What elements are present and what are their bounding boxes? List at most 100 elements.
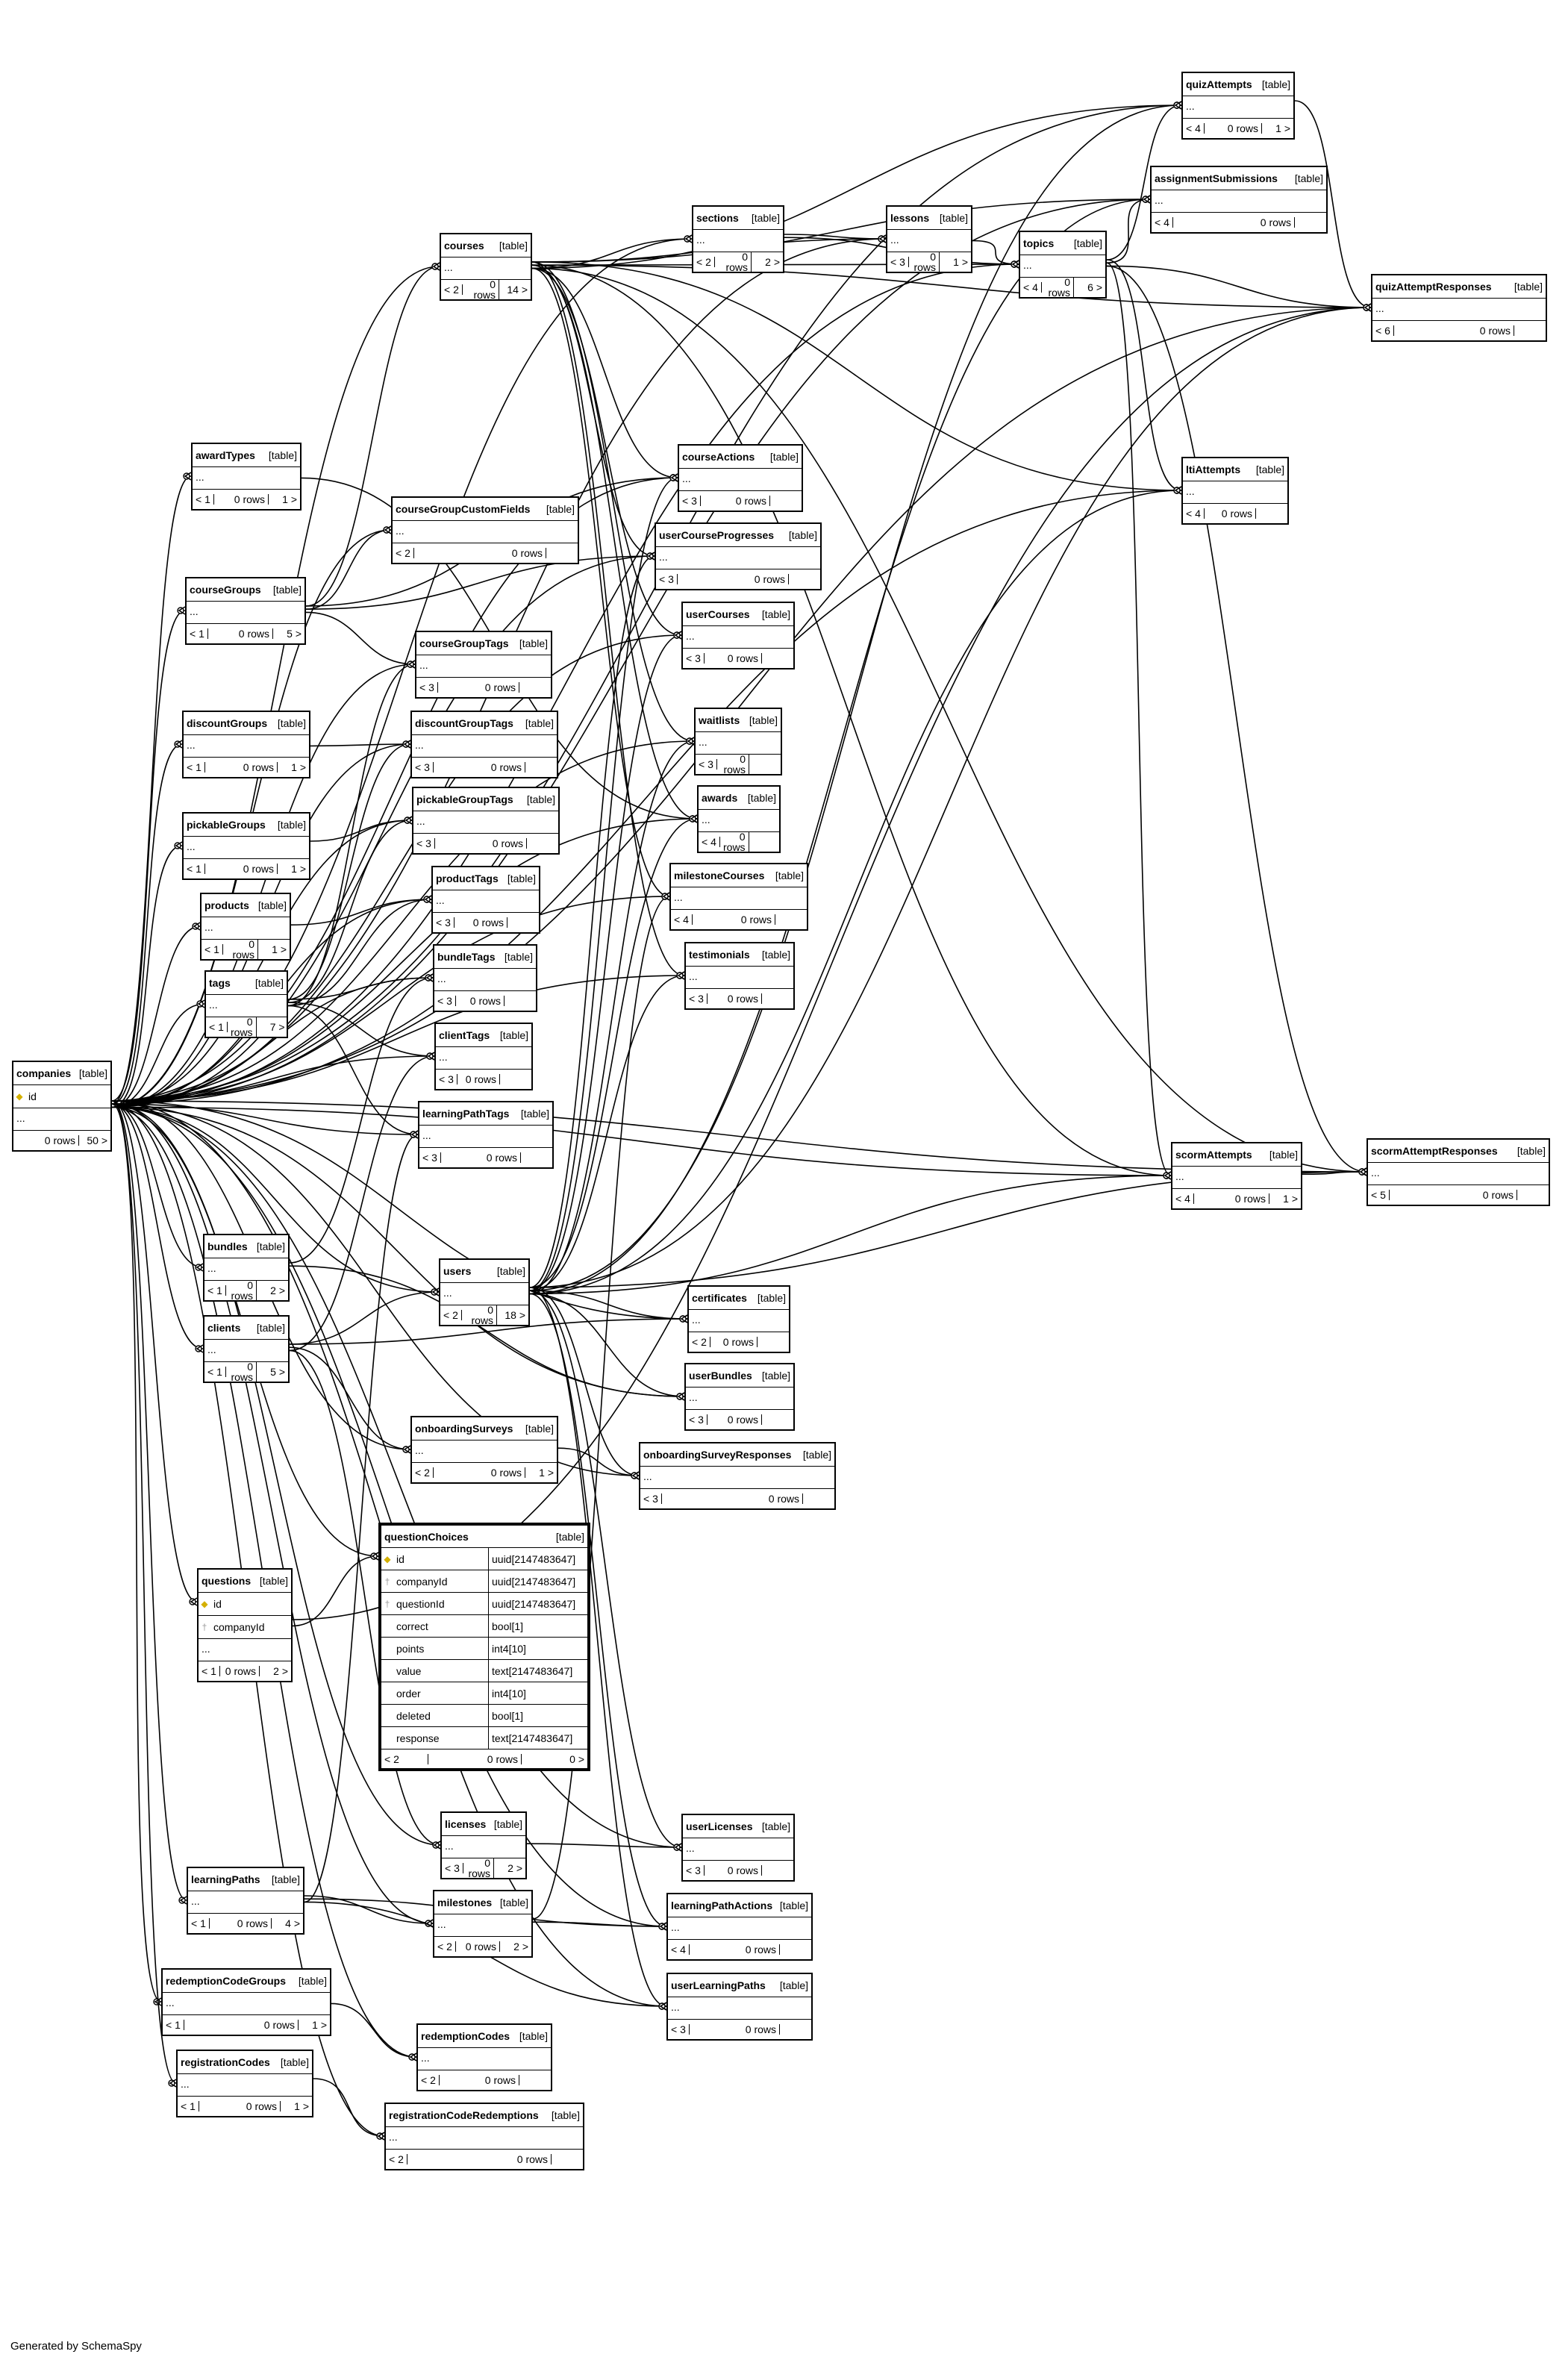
table-name: sections (696, 212, 739, 224)
crowfoot-marker (1143, 195, 1151, 204)
parent-count: < 3 (696, 759, 717, 770)
relationship-edge (111, 1103, 441, 1846)
table-header: onboardingSurveyResponses[table] (640, 1443, 834, 1467)
relationship-edge (289, 1349, 441, 1846)
table-header: redemptionCodeGroups[table] (163, 1970, 330, 1993)
table-name: pickableGroupTags (416, 793, 513, 805)
parent-count: < 4 (699, 837, 720, 847)
more-columns-ellipsis: ... (188, 1891, 303, 1914)
row-count: 0 rows (1205, 123, 1262, 134)
table-name: users (443, 1265, 472, 1277)
more-columns-ellipsis: ... (184, 735, 309, 758)
crowfoot-marker (407, 660, 416, 669)
more-columns-ellipsis: ... (699, 810, 779, 832)
row-count: 0 rows (456, 1941, 500, 1952)
relationship-edge (111, 1103, 434, 1924)
row-count: 0 rows (208, 628, 273, 639)
table-name: quizAttemptResponses (1375, 281, 1492, 293)
crowfoot-marker (371, 1552, 379, 1561)
primary-key-icon: ◆ (201, 1599, 208, 1609)
table-header: courseActions[table] (679, 446, 802, 469)
row-count: 0 rows (708, 1414, 762, 1425)
table-name: courseGroupTags (419, 637, 509, 649)
table-registration-code-redemptions[interactable]: registrationCodeRedemptions[table]...< 2… (384, 2103, 584, 2170)
column-name: value (396, 1664, 422, 1677)
more-columns-ellipsis: ... (671, 887, 807, 910)
table-name: registrationCodes (181, 2056, 270, 2068)
table-name: courseGroups (190, 584, 261, 596)
parent-count: < 4 (671, 914, 693, 925)
table-kind-label: [table] (257, 899, 287, 911)
crowfoot-marker (169, 2079, 177, 2088)
table-header: testimonials[table] (686, 943, 793, 967)
parent-count: < 3 (442, 1863, 463, 1873)
relationship-edge (532, 1921, 667, 1927)
table-kind-label: [table] (551, 2109, 580, 2121)
crowfoot-marker (674, 1843, 682, 1852)
relationship-edge (310, 743, 411, 747)
more-columns-ellipsis: ... (1372, 299, 1546, 321)
parent-count: < 3 (683, 1865, 705, 1876)
crowfoot-marker (410, 1130, 419, 1139)
crowfoot-marker (659, 1922, 667, 1931)
child-count: 14 > (507, 284, 528, 296)
